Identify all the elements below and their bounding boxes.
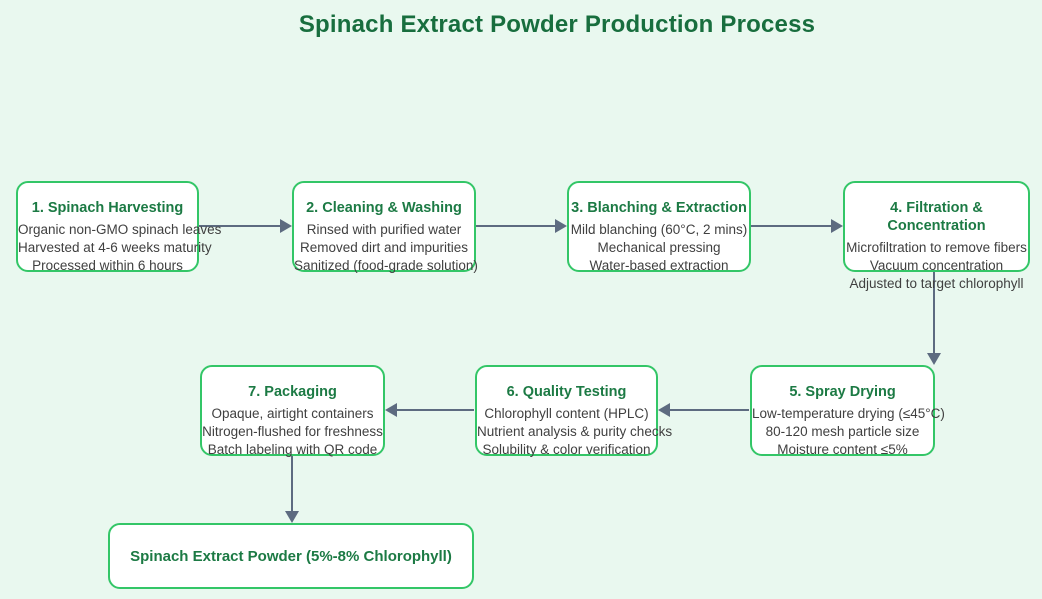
node-title: 4. Filtration & Concentration [887,200,986,234]
node-title: 3. Blanching & Extraction [571,200,747,216]
node-title: 6. Quality Testing [506,384,627,400]
node-detail-line: Mild blanching (60°C, 2 mins) [570,222,748,237]
process-node-step-6: 6. Quality Testing Chlorophyll content (… [475,365,673,457]
node-detail-line: Batch labeling with QR code [207,442,378,457]
arrow-step6-step7 [385,403,474,417]
node-detail-line: Removed dirt and impurities [299,240,469,255]
process-node-step-1: 1. Spinach Harvesting Organic non-GMO sp… [16,181,222,273]
node-detail-line: Water-based extraction [589,258,729,273]
node-title: 7. Packaging [248,384,337,400]
process-node-step-2: 2. Cleaning & Washing Rinsed with purifi… [292,181,478,273]
node-detail-line: Nitrogen-flushed for freshness [202,424,383,439]
node-detail-line: Solubility & color verification [482,442,651,457]
process-node-step-4: 4. Filtration & Concentration Microfiltr… [843,181,1030,291]
node-detail-line: Processed within 6 hours [32,258,183,273]
node-detail-line: Harvested at 4-6 weeks maturity [18,240,212,255]
node-detail-line: Nutrient analysis & purity checks [477,424,673,439]
node-title: 5. Spray Drying [789,384,896,400]
arrow-step5-step6 [658,403,749,417]
node-detail-line: Vacuum concentration [869,258,1004,273]
node-detail-line: Sanitized (food-grade solution) [294,258,478,273]
node-title: 1. Spinach Harvesting [31,200,184,216]
arrow-step2-step3 [476,219,567,233]
node-detail-line: Opaque, airtight containers [211,406,374,421]
final-product-node: Spinach Extract Powder (5%-8% Chlorophyl… [108,523,474,589]
process-node-step-5: 5. Spray Drying Low-temperature drying (… [750,365,945,457]
node-detail-line: Organic non-GMO spinach leaves [18,222,222,237]
final-product-label: Spinach Extract Powder (5%-8% Chlorophyl… [130,547,452,565]
node-detail-line: Rinsed with purified water [306,222,462,237]
node-detail-line: Mechanical pressing [597,240,721,255]
node-detail-line: Moisture content ≤5% [777,442,908,457]
node-title: 2. Cleaning & Washing [306,200,462,216]
arrow-step7-final [285,456,299,523]
node-detail-line: Chlorophyll content (HPLC) [484,406,649,421]
process-node-step-3: 3. Blanching & Extraction Mild blanching… [567,181,751,273]
node-detail-line: Adjusted to target chlorophyll [849,276,1024,291]
node-detail-line: 80-120 mesh particle size [765,424,920,439]
diagram-title: Spinach Extract Powder Production Proces… [298,11,816,38]
arrow-step3-step4 [751,219,843,233]
node-detail-line: Low-temperature drying (≤45°C) [752,406,945,421]
process-node-step-7: 7. Packaging Opaque, airtight containers… [200,365,385,457]
node-detail-line: Microfiltration to remove fibers [846,240,1027,255]
